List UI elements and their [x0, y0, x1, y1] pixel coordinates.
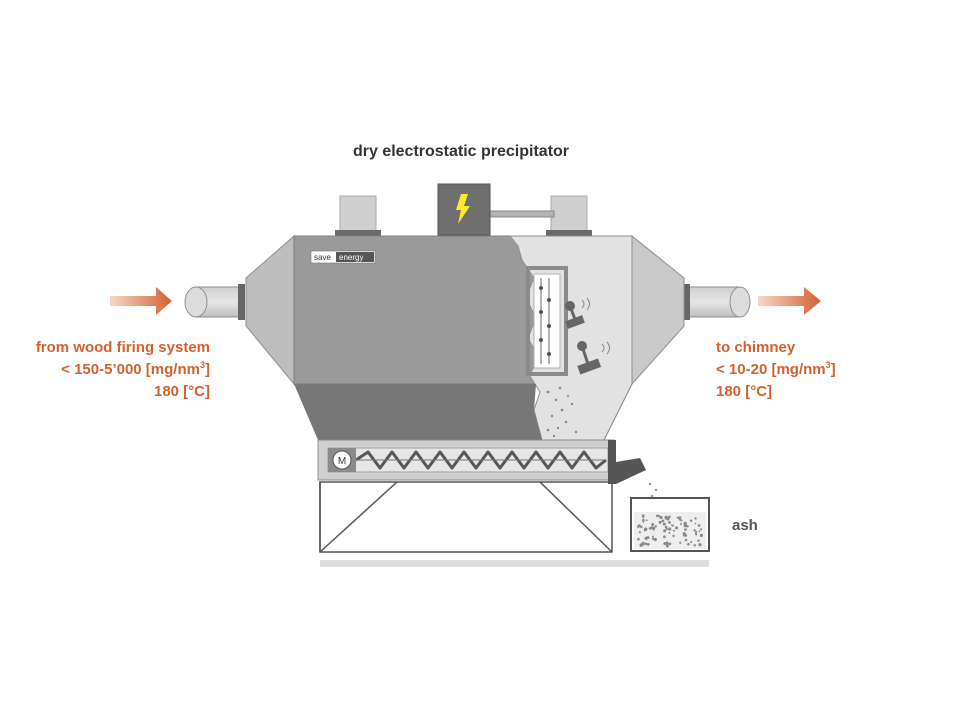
inlet-hood: [245, 234, 295, 386]
outlet-hood: [631, 234, 685, 386]
ash-bin: [630, 497, 710, 552]
high-voltage-icon: [456, 194, 470, 224]
motor-icon: M: [328, 448, 356, 472]
motor-label: M: [338, 456, 346, 467]
inlet-label: from wood firing system < 150-5’000 [mg/…: [36, 337, 210, 403]
falling-dust: [546, 386, 578, 438]
collector-plates: [526, 266, 568, 376]
outlet-flow-arrow: [758, 287, 821, 315]
support-frame: [319, 481, 613, 553]
hopper-right-edge: [603, 383, 633, 441]
brand-plate: save energy: [310, 250, 376, 264]
inlet-pipe: [184, 284, 245, 320]
inlet-flow-arrow: [110, 287, 172, 315]
screw-conveyor: M: [317, 439, 616, 484]
outlet-label: to chimney < 10-20 [mg/nm3] 180 [°C]: [716, 337, 836, 403]
inlet-temperature: 180 [°C]: [153, 383, 210, 400]
brand-right-text: energy: [339, 253, 363, 262]
rapper-hammer-icon: [565, 297, 590, 329]
hopper: [294, 384, 542, 440]
electrode-connector: [489, 210, 555, 218]
outlet-temperature: 180 [°C]: [716, 383, 773, 400]
high-voltage-box: [437, 183, 491, 236]
inlet-source: from wood firing system: [35, 339, 210, 356]
discharge-spout: [616, 458, 646, 484]
rapper-hammer-icon-2: [577, 341, 610, 375]
floor-line: [320, 560, 709, 567]
insulator-right: [546, 195, 592, 236]
outlet-destination: to chimney: [716, 339, 796, 356]
inlet-concentration: < 150-5’000 [mg/nm3]: [61, 360, 210, 379]
brand-left-text: save: [314, 253, 331, 262]
outlet-concentration: < 10-20 [mg/nm3]: [716, 360, 836, 379]
ash-label: ash: [732, 517, 758, 534]
diagram-title: dry electrostatic precipitator: [352, 143, 570, 160]
outlet-pipe: [683, 284, 751, 320]
insulator-left: [335, 195, 381, 236]
